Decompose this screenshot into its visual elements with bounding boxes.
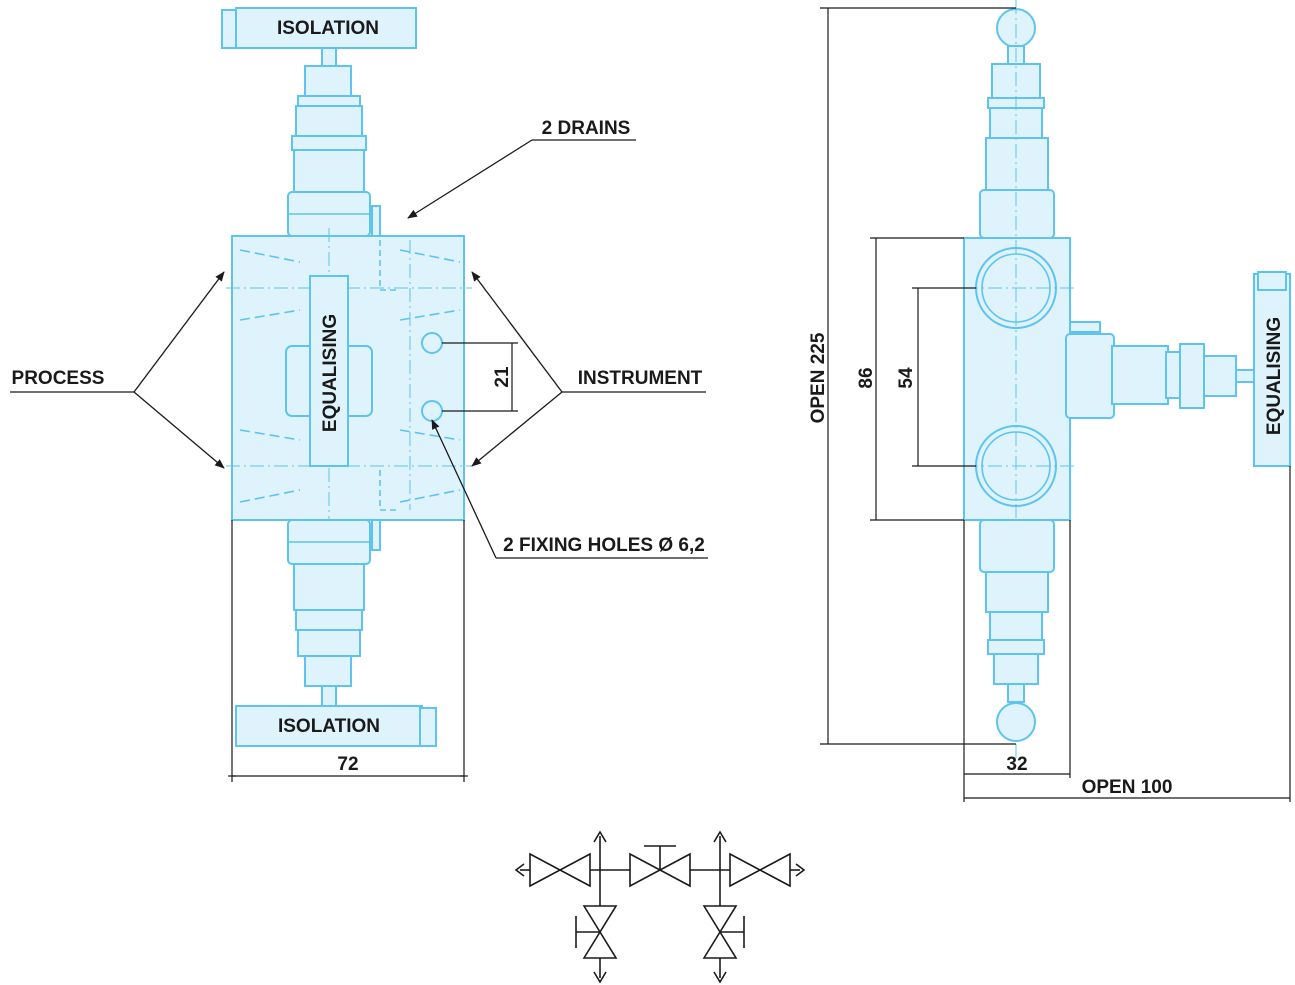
dim-width-front: 72 bbox=[337, 754, 358, 775]
dim-open-width: OPEN 100 bbox=[1082, 777, 1173, 798]
equalising-front-label: EQUALISING bbox=[320, 314, 341, 432]
instrument-label: INSTRUMENT bbox=[578, 368, 703, 389]
dim-body-depth: 32 bbox=[1006, 754, 1027, 775]
fixing-hole-lower bbox=[421, 400, 443, 422]
isolation-top-label: ISOLATION bbox=[277, 18, 379, 39]
fixing-holes-label: 2 FIXING HOLES Ø 6,2 bbox=[503, 535, 705, 556]
side-bottom-knob bbox=[996, 702, 1036, 742]
dim-port-spacing: 54 bbox=[896, 367, 917, 389]
fixing-hole-upper bbox=[421, 332, 443, 354]
isolation-bottom-handle bbox=[235, 705, 423, 747]
equalising-handle-front bbox=[309, 275, 349, 467]
front-view: ISOLATION EQUALISING bbox=[10, 7, 708, 782]
side-view: EQUALISING OPEN 225 86 54 32 OPEN 100 bbox=[808, 0, 1291, 802]
dim-hole-spacing: 21 bbox=[492, 366, 513, 388]
equalising-side-label: EQUALISING bbox=[1264, 317, 1285, 435]
process-label: PROCESS bbox=[12, 368, 105, 389]
manifold-schematic-symbol bbox=[514, 830, 806, 984]
dim-body-height: 86 bbox=[856, 367, 877, 388]
isolation-top-handle bbox=[235, 7, 417, 49]
drains-label: 2 DRAINS bbox=[542, 118, 631, 139]
isolation-bottom-label: ISOLATION bbox=[278, 716, 380, 737]
dim-open-height: OPEN 225 bbox=[808, 332, 829, 423]
